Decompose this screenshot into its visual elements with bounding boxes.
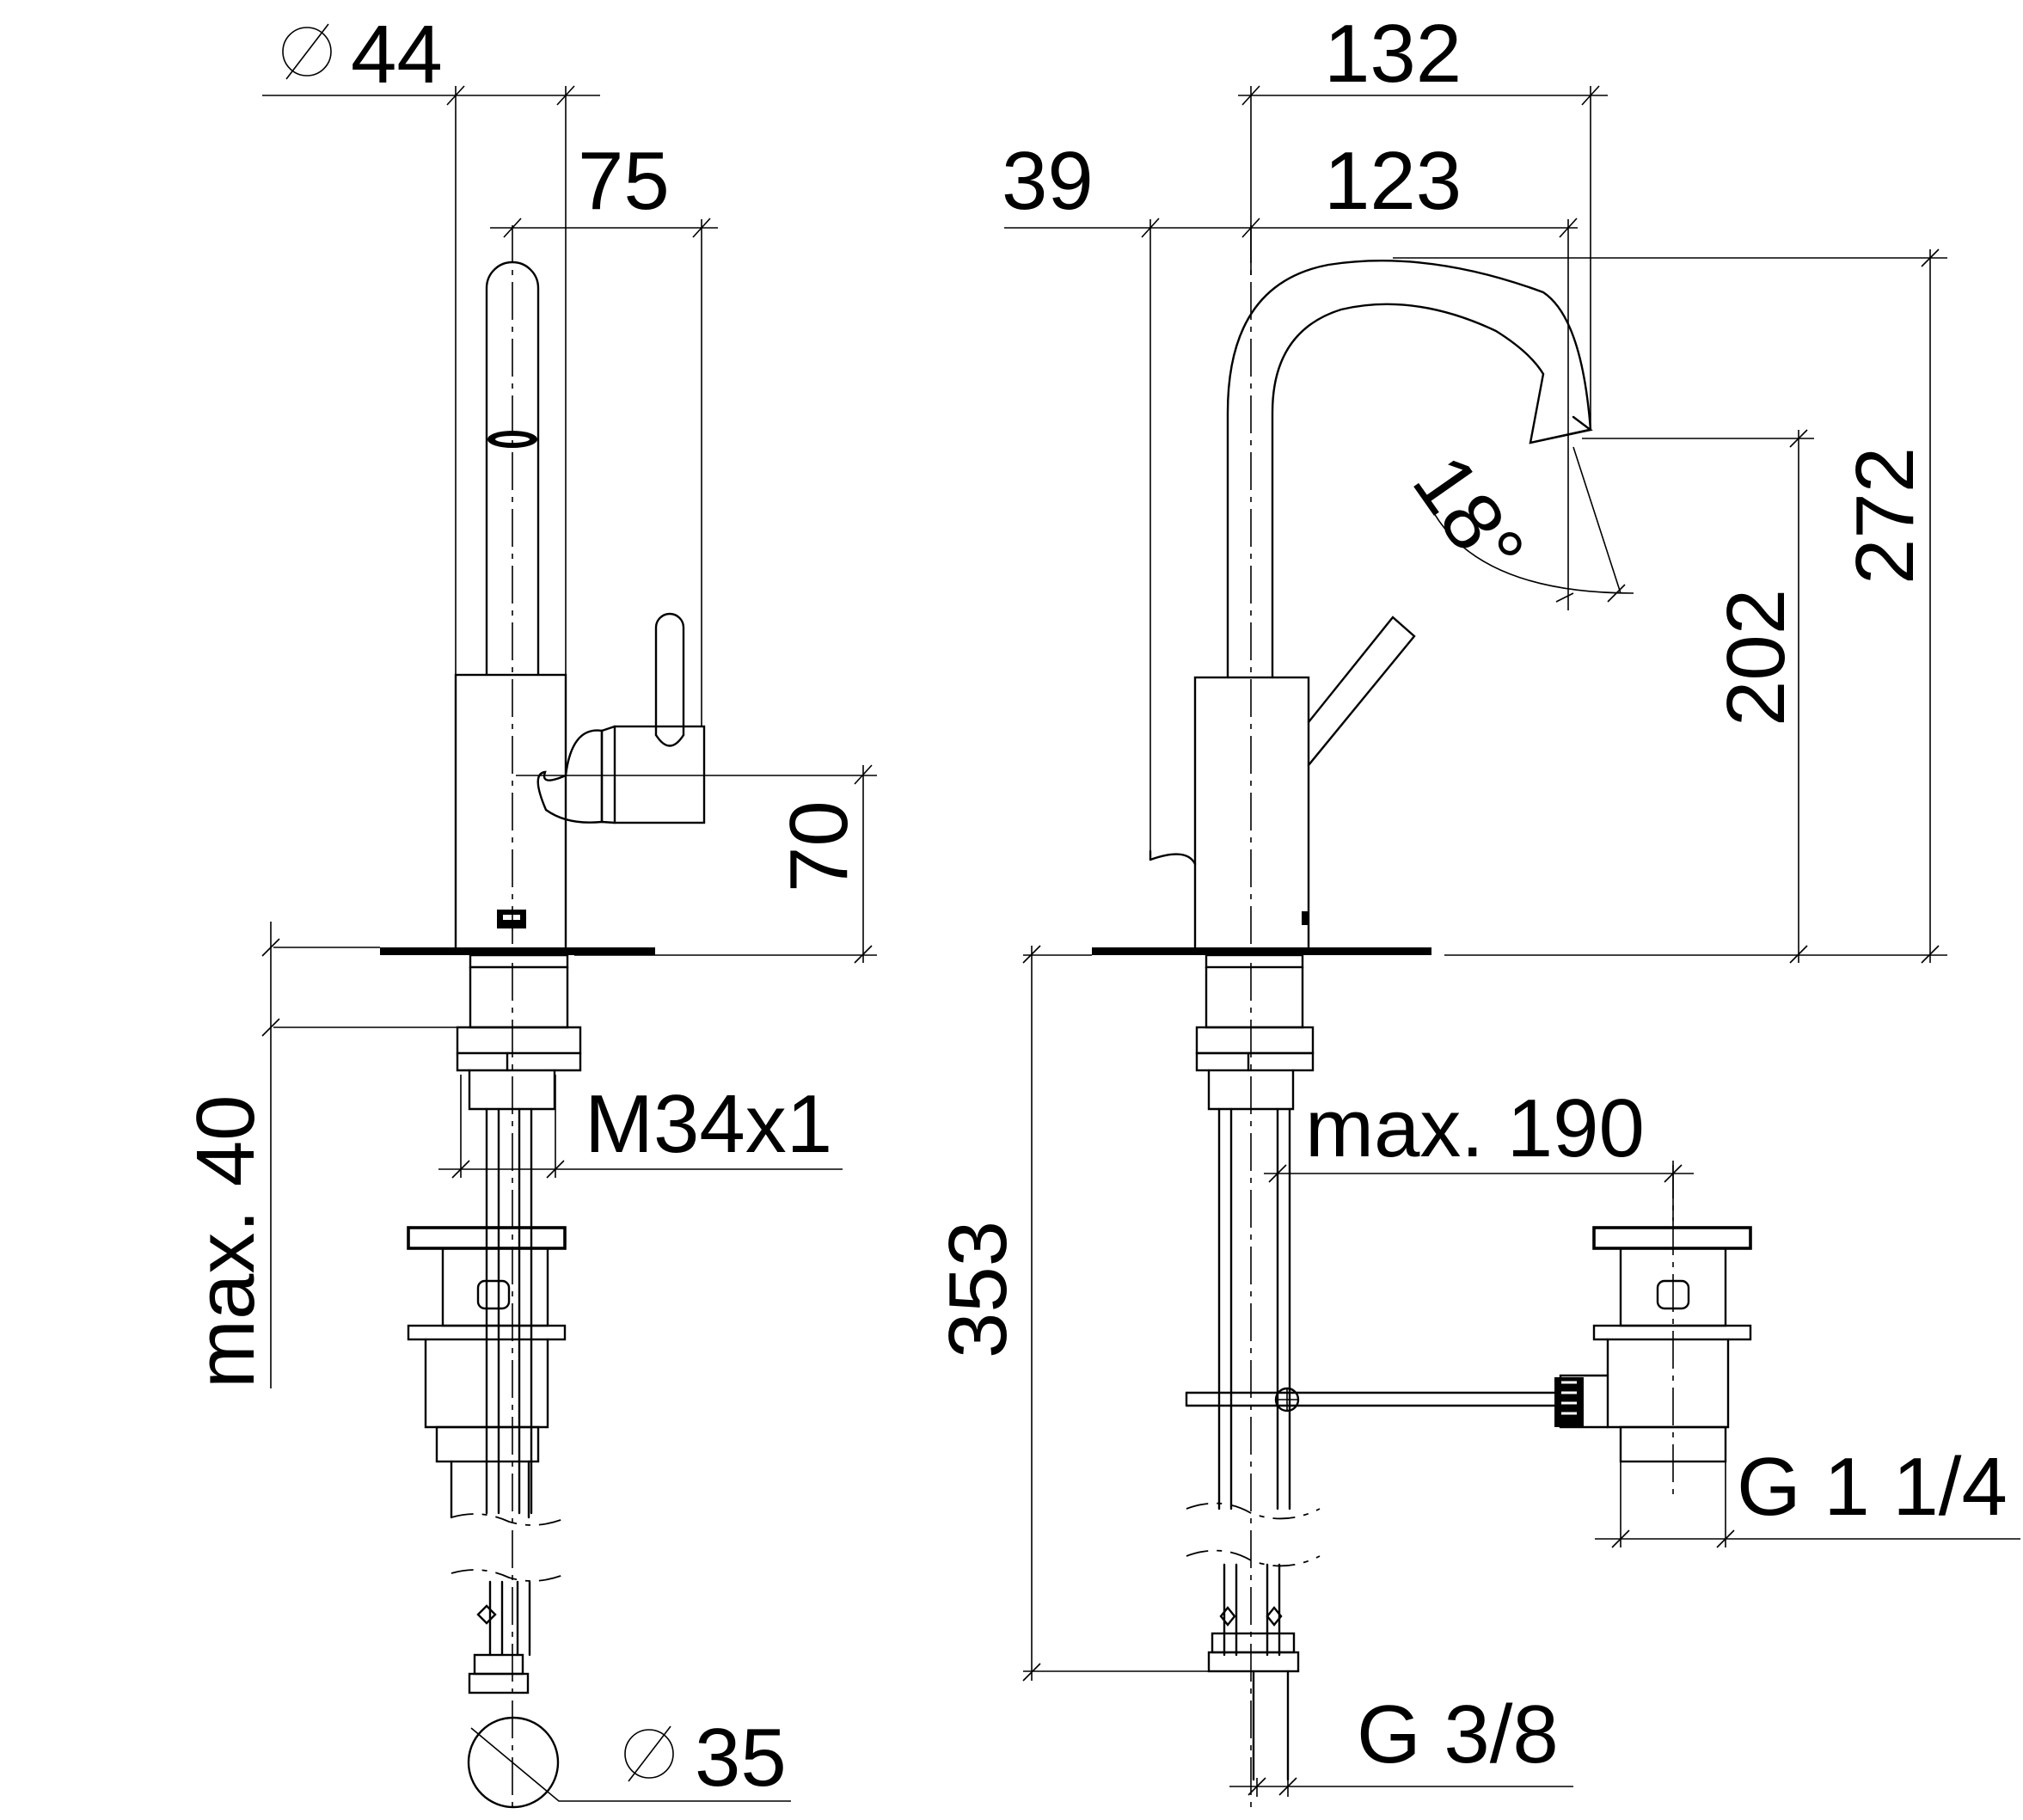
side-view (1092, 225, 1752, 1814)
side-lever (1307, 616, 1416, 767)
front-drain (407, 1226, 567, 1519)
dim-202: 202 (1710, 589, 1802, 726)
dim-max-40: max. 40 (180, 1095, 272, 1388)
side-drain (1554, 1226, 1752, 1463)
dim-diameter-35: 35 (695, 1712, 787, 1804)
diameter-icon (282, 27, 332, 77)
front-shank (456, 953, 582, 1111)
dim-132: 132 (1324, 8, 1462, 100)
dim-39: 39 (1002, 135, 1094, 227)
front-pipe-section (467, 1716, 560, 1809)
dim-angle-18: 18° (1395, 439, 1542, 594)
front-dimensions: 44 75 70 max. 40 M34x1 35 (180, 9, 877, 1804)
dim-123: 123 (1324, 135, 1462, 227)
front-base-plate (380, 947, 655, 955)
dim-272: 272 (1839, 447, 1931, 585)
side-shank (1195, 953, 1315, 1111)
dim-70: 70 (773, 800, 865, 892)
dim-353: 353 (932, 1221, 1024, 1358)
side-pull-rod (1185, 1387, 1562, 1412)
side-base-plate (1092, 947, 1431, 955)
side-dimensions: 132 39 123 18° 272 202 353 (932, 8, 2020, 1797)
front-lever (536, 612, 706, 824)
dim-75: 75 (578, 135, 670, 227)
side-spout (1226, 260, 1593, 679)
side-body (1149, 676, 1310, 953)
dim-m34x1: M34x1 (585, 1078, 832, 1170)
dim-max-190: max. 190 (1305, 1082, 1645, 1174)
front-supply-hoses (451, 1107, 568, 1694)
side-supply-hoses (1186, 1107, 1321, 1781)
dim-g-3-8: G 3/8 (1357, 1688, 1559, 1780)
dim-g-1-1-4: G 1 1/4 (1737, 1441, 2008, 1533)
diameter-icon (624, 1729, 674, 1779)
front-view (380, 225, 706, 1814)
dim-diameter-44: 44 (351, 9, 443, 101)
